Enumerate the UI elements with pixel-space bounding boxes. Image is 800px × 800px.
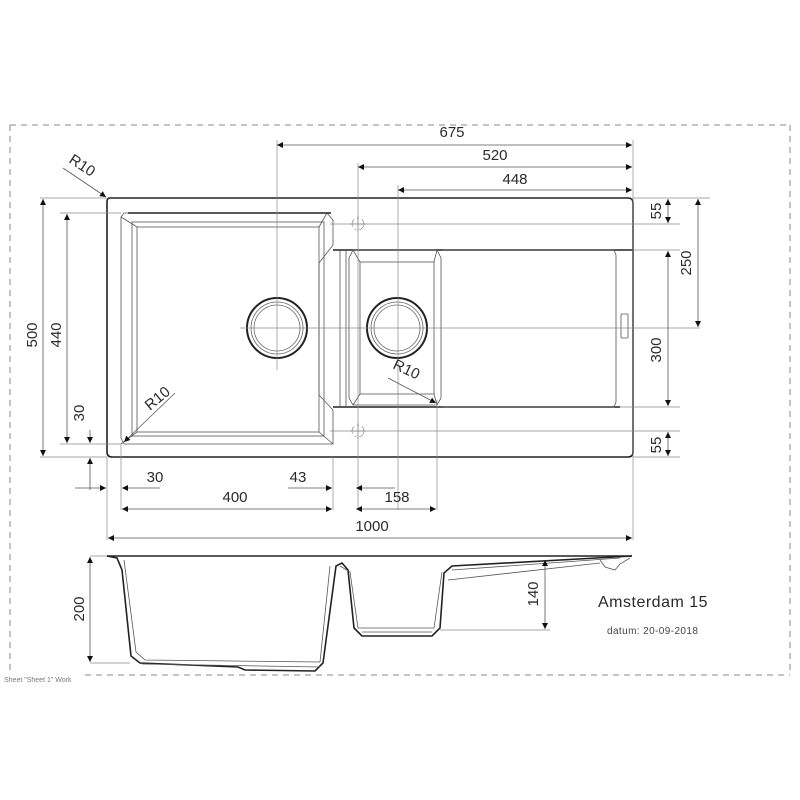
svg-text:675: 675 — [439, 124, 464, 141]
overflow-slot — [620, 313, 629, 339]
svg-text:R10: R10 — [142, 383, 174, 414]
svg-text:140: 140 — [525, 581, 542, 606]
svg-text:250: 250 — [678, 250, 695, 275]
svg-text:440: 440 — [48, 322, 65, 347]
dimension-bottom-1000: 1000 — [108, 518, 632, 541]
main-bowl — [120, 212, 334, 445]
svg-text:55: 55 — [648, 203, 665, 220]
dimension-bottom-400: 400 — [122, 489, 332, 512]
svg-text:520: 520 — [482, 147, 507, 164]
dimension-section-200: 200 — [71, 555, 130, 664]
sheet-label: Sheet "Sheet 1" Work — [4, 677, 72, 684]
dimension-left-440: 440 — [48, 214, 70, 443]
svg-text:30: 30 — [71, 405, 88, 422]
dimension-section-140: 140 — [440, 560, 550, 631]
dimension-right-55-bottom: 55 — [648, 432, 671, 456]
center-lines — [40, 140, 710, 540]
svg-text:30: 30 — [147, 469, 164, 486]
svg-text:200: 200 — [71, 596, 88, 621]
svg-text:300: 300 — [648, 337, 665, 362]
svg-text:448: 448 — [502, 171, 527, 188]
sink-plan-view — [40, 140, 710, 540]
sink-outline — [106, 197, 634, 458]
dimension-left-30: 30 — [71, 405, 93, 490]
dimension-right-250: 250 — [678, 199, 701, 327]
dimension-right-300: 300 — [648, 251, 671, 406]
svg-text:43: 43 — [290, 469, 307, 486]
drawing-date: datum: 20-09-2018 — [607, 626, 698, 637]
dimension-top-448: 448 — [398, 171, 632, 193]
secondary-bowl — [333, 249, 633, 408]
svg-text:500: 500 — [24, 322, 41, 347]
dimension-bottom-43: 43 — [288, 469, 395, 491]
svg-text:1000: 1000 — [355, 518, 388, 535]
dimension-bottom-30: 30 — [75, 469, 164, 491]
dimension-top-675: 675 — [277, 124, 632, 148]
radius-small-bowl: R10 — [387, 356, 437, 404]
svg-text:R10: R10 — [390, 356, 422, 383]
sink-section-view — [106, 555, 633, 672]
radius-outer-corner: R10 — [62, 151, 107, 198]
dimension-bottom-158: 158 — [356, 489, 436, 512]
dimension-right-55-top: 55 — [648, 199, 671, 223]
svg-text:158: 158 — [384, 489, 409, 506]
drawing-title: Amsterdam 15 — [598, 594, 708, 611]
svg-text:55: 55 — [648, 437, 665, 454]
svg-text:400: 400 — [222, 489, 247, 506]
drawing-frame — [9, 124, 791, 676]
dimension-top-520: 520 — [358, 147, 632, 170]
dimension-left-500: 500 — [24, 199, 46, 456]
svg-text:R10: R10 — [66, 151, 98, 180]
drainer — [443, 249, 629, 408]
